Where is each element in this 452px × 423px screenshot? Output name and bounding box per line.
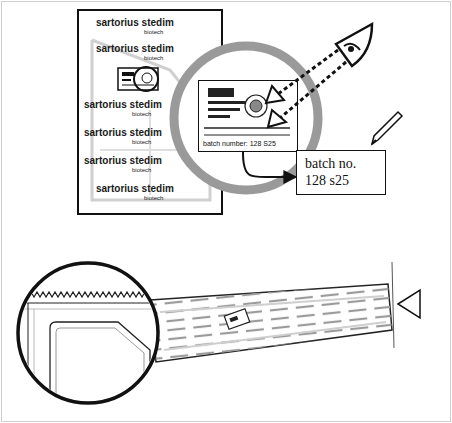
callout-arrow (243, 152, 296, 177)
bag-corner-magnifier (10, 263, 172, 420)
package-label (118, 67, 158, 91)
watermark-subtext: biotech (144, 29, 163, 35)
watermark-subtext: biotech (132, 139, 151, 145)
watermark-text: sartorius stedim (84, 128, 162, 138)
handwritten-note: batch no. 128 s25 (305, 156, 373, 188)
sight-arrowhead (266, 86, 286, 127)
bag (150, 262, 420, 362)
watermark-subtext: biotech (144, 195, 163, 201)
batch-number-text: batch number: 128 S25 (203, 140, 293, 148)
watermark-text: sartorius stedim (96, 18, 174, 28)
watermark-text: sartorius stedim (96, 44, 174, 54)
pencil-symbol (372, 112, 402, 144)
watermark-subtext: biotech (144, 55, 163, 61)
watermark-subtext: biotech (132, 111, 151, 117)
eye-symbol (336, 24, 372, 66)
watermark-subtext: biotech (132, 167, 151, 173)
note-box: batch no. 128 s25 (296, 150, 386, 195)
watermark-text: sartorius stedim (84, 156, 162, 166)
watermark-text: sartorius stedim (84, 100, 162, 110)
watermark-text: sartorius stedim (96, 184, 174, 194)
label-detail: batch number: 128 S25 (198, 80, 298, 152)
sight-line (278, 50, 346, 118)
